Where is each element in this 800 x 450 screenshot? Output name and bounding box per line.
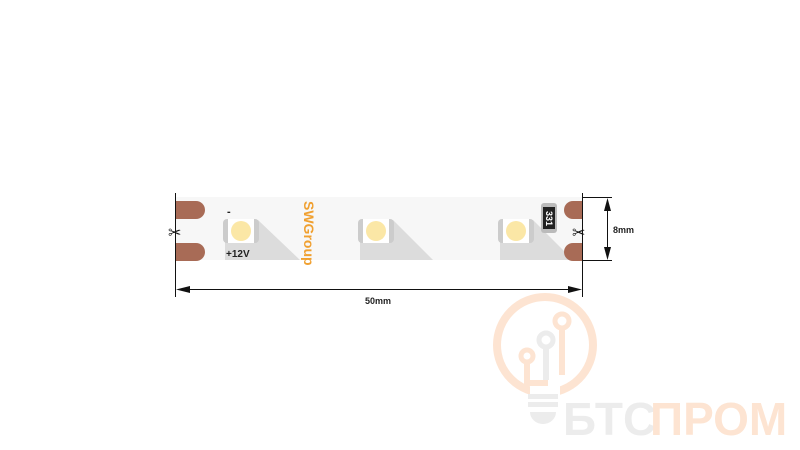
pad-top-right [564,201,582,219]
watermark-logo: БТС ПРОМ [493,293,787,445]
resistor: 331 [541,203,557,233]
width-dimension-label: 8mm [613,225,634,235]
brand-logo: SWGroup [301,201,317,266]
led-1 [223,219,259,243]
watermark-text-gray: БТС [563,393,656,445]
pad-bottom-left [175,243,205,261]
pad-top-left [175,201,205,219]
dimension-arrows [176,198,611,293]
led-2 [358,219,394,243]
pad-bottom-right [564,243,582,261]
scissors-icon-right: ✂ [572,225,585,242]
led-3 [498,219,534,243]
solder-pads [175,201,582,261]
polarity-minus-label: - [227,206,231,218]
resistor-code: 331 [544,211,554,226]
watermark-text-orange: ПРОМ [650,393,787,445]
length-dimension-label: 50mm [365,296,391,306]
scissors-icon-left: ✂ [168,225,181,242]
polarity-plus-label: +12V [226,249,250,260]
